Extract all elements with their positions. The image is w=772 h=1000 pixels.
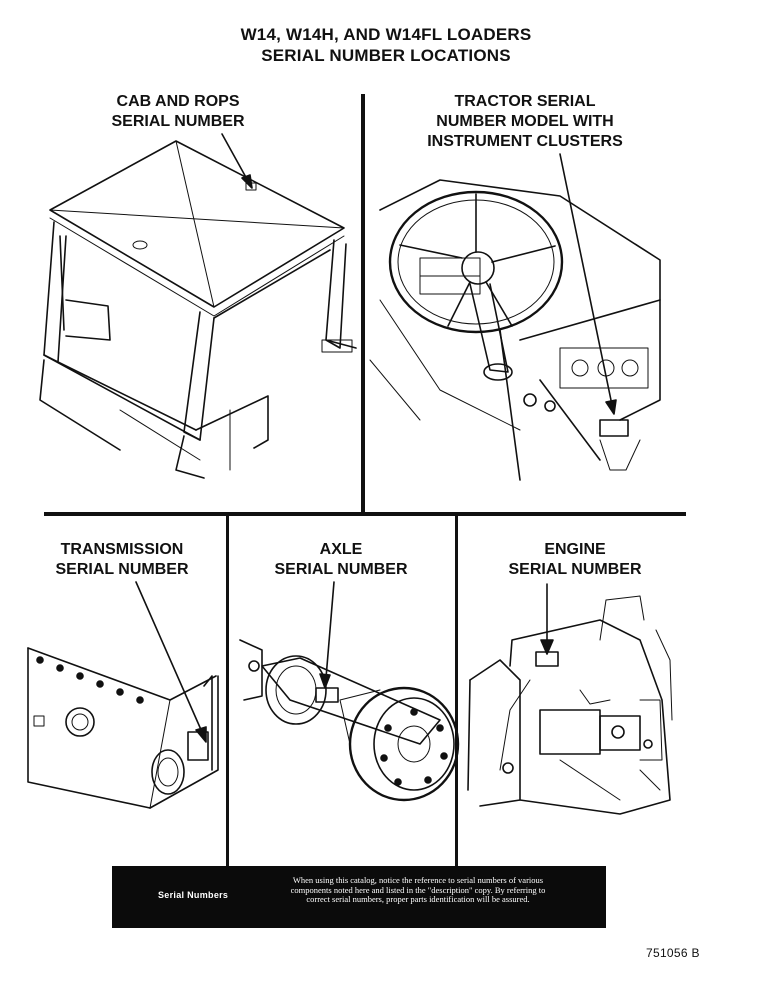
axle-pointer-line (325, 581, 335, 679)
tractor-label-line-3: INSTRUMENT CLUSTERS (427, 133, 623, 150)
page-title-line-1: W14, W14H, AND W14FL LOADERS (240, 25, 532, 44)
tractor-label-line-2: NUMBER MODEL WITH (436, 113, 614, 130)
tractor-pointer-arrowhead (605, 399, 617, 415)
vertical-divider-bottom-right (455, 514, 458, 868)
engine-label-line-2: SERIAL NUMBER (508, 561, 642, 578)
axle-label-line-1: AXLE (319, 541, 363, 558)
cab-label-line-2: SERIAL NUMBER (111, 113, 245, 130)
transmission-label-line-2: SERIAL NUMBER (55, 561, 189, 578)
figure-number: 751056 B (646, 946, 700, 960)
cab-pointer-line (221, 133, 249, 182)
axle-label-line-2: SERIAL NUMBER (274, 561, 408, 578)
tractor-pointer-line (559, 153, 613, 406)
serial-numbers-notice: Serial Numbers When using this catalog, … (112, 866, 606, 928)
page-title-line-2: SERIAL NUMBER LOCATIONS (261, 46, 511, 65)
page-title: W14, W14H, AND W14FL LOADERS SERIAL NUMB… (0, 24, 772, 66)
engine-label-line-1: ENGINE (544, 541, 606, 558)
notice-text: When using this catalog, notice the refe… (290, 875, 546, 905)
notice-label: Serial Numbers (158, 890, 229, 900)
transmission-label-line-1: TRANSMISSION (60, 541, 184, 558)
horizontal-divider (44, 512, 686, 516)
engine-label: ENGINE SERIAL NUMBER (475, 540, 675, 580)
cab-label-line-1: CAB AND ROPS (116, 93, 240, 110)
engine-pointer-arrowhead (540, 639, 554, 655)
vertical-divider-top (361, 94, 365, 514)
vertical-divider-bottom-left (226, 514, 229, 868)
tractor-label: TRACTOR SERIAL NUMBER MODEL WITH INSTRUM… (400, 92, 650, 152)
transmission-pointer-line (135, 581, 203, 733)
transmission-label: TRANSMISSION SERIAL NUMBER (22, 540, 222, 580)
axle-label: AXLE SERIAL NUMBER (241, 540, 441, 580)
tractor-label-line-1: TRACTOR SERIAL (454, 93, 596, 110)
cab-label: CAB AND ROPS SERIAL NUMBER (78, 92, 278, 132)
transmission-pointer-arrowhead (195, 726, 207, 743)
